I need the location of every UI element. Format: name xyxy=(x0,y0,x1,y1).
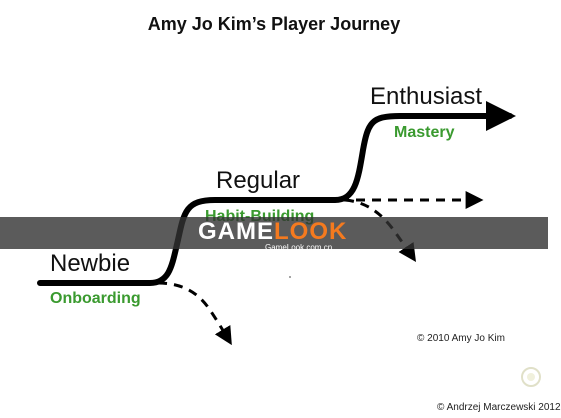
watermark-brand-suffix: LOOK xyxy=(274,218,348,245)
phase-label-mastery: Mastery xyxy=(394,124,455,141)
watermark-url: GameLook.com.cn xyxy=(265,243,333,252)
journey-main-path xyxy=(37,101,516,286)
phase-label-onboarding: Onboarding xyxy=(50,290,141,307)
watermark-band xyxy=(0,217,548,249)
dot-mark xyxy=(289,276,291,278)
regular-dropoff-arrow xyxy=(344,198,416,262)
author-logo-icon xyxy=(521,367,541,387)
copyright-marczewski: © Andrzej Marczewski 2012 xyxy=(437,402,561,413)
newbie-dropoff-arrow xyxy=(157,281,232,346)
watermark-logo: GAMELOOK xyxy=(198,218,347,246)
watermark-brand-prefix: GAME xyxy=(198,218,274,245)
stage-label-newbie: Newbie xyxy=(50,250,131,277)
journey-diagram xyxy=(37,101,516,346)
stage-label-enthusiast: Enthusiast xyxy=(370,83,483,110)
stage-label-regular: Regular xyxy=(216,167,301,194)
diagram-title: Amy Jo Kim’s Player Journey xyxy=(147,14,401,34)
copyright-kim: © 2010 Amy Jo Kim xyxy=(417,333,505,344)
